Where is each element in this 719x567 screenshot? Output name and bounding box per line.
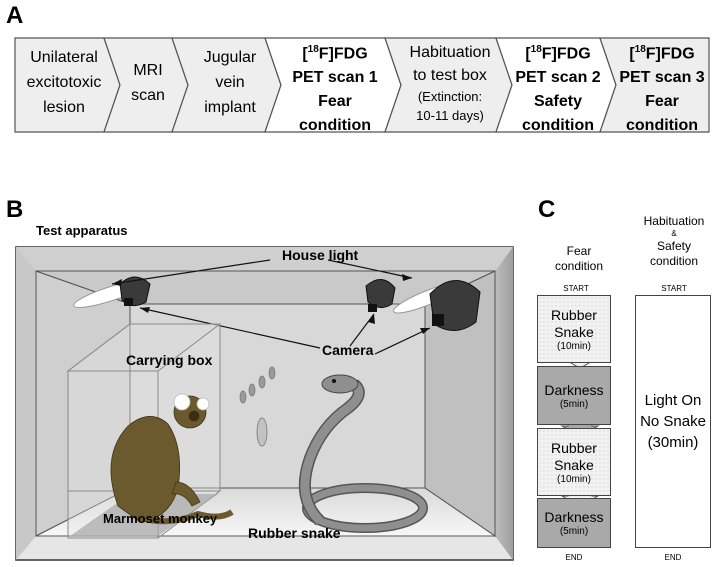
fear-step-3: Rubber Snake (10min) — [537, 428, 611, 496]
camera-right — [429, 280, 481, 331]
left-wall — [16, 247, 36, 560]
fear-start-label: START — [563, 284, 589, 293]
stage-5-line-1: Habituation — [409, 44, 491, 61]
test-apparatus-title: Test apparatus — [36, 223, 128, 238]
fear-header-line-1: Fear — [566, 244, 592, 258]
stage-1-line-2: excitotoxic — [26, 74, 102, 91]
fear-step-2-duration: (5min) — [559, 398, 589, 410]
fear-step-3-line-2: Snake — [554, 456, 594, 473]
camera-middle — [365, 279, 396, 312]
fear-condition-header: Fear condition — [535, 244, 623, 274]
stage-1-text: Unilateral excitotoxic lesion — [18, 45, 110, 120]
hab-header-line-3: Safety — [656, 239, 692, 253]
panel-letter-c: C — [538, 196, 556, 223]
callout-arrows — [111, 259, 431, 355]
stage-3-line-1: Jugular — [203, 49, 257, 66]
right-wall — [495, 247, 513, 560]
stage-6-line-4: condition — [522, 117, 594, 135]
panel-letter-a: A — [6, 2, 24, 29]
fear-step-3-line-1: Rubber — [551, 439, 597, 456]
fear-header-line-2: condition — [554, 259, 604, 273]
carrying-box-label: Carrying box — [126, 352, 213, 368]
marmoset-label: Marmoset monkey — [103, 511, 218, 526]
stage-7-line-3: Fear — [645, 93, 679, 111]
stage-6-line-2: PET scan 2 — [515, 69, 601, 87]
hab-box-line-1: Light On — [644, 392, 702, 409]
hab-header-line-4: condition — [649, 254, 699, 268]
hab-header-line-2: & — [671, 229, 677, 238]
stage-4-line-1: [18F]FDG — [302, 44, 368, 63]
stage-4-text: [18F]FDG PET scan 1 Fear condition — [280, 38, 390, 138]
camera-left — [119, 276, 151, 306]
stage-4-line-3: Fear — [318, 93, 352, 111]
panel-a-flow — [14, 37, 710, 133]
stage-6-text: [18F]FDG PET scan 2 Safety condition — [508, 38, 608, 138]
stage-3-line-2: vein — [215, 74, 245, 91]
stage-3-line-3: implant — [204, 99, 256, 116]
fear-step-1: Rubber Snake (10min) — [537, 295, 611, 363]
stage-3-text: Jugular vein implant — [188, 45, 272, 120]
fear-step-4-line-1: Darkness — [544, 509, 604, 525]
rubber-snake — [298, 374, 428, 533]
fear-step-2-line-1: Darkness — [544, 381, 604, 398]
stage-5-line-4: 10-11 days) — [416, 108, 484, 123]
stage-5-line-2: to test box — [413, 67, 487, 84]
stage-7-shape — [599, 37, 710, 133]
fear-step-2: Darkness (5min) — [537, 366, 611, 425]
panel-letter-b: B — [6, 196, 24, 223]
habituation-safety-box: Light On No Snake (30min) — [635, 295, 711, 548]
stage-7-line-2: PET scan 3 — [619, 69, 705, 87]
rubber-snake-label: Rubber snake — [248, 525, 341, 541]
arrow-heads — [112, 274, 430, 334]
fear-step-1-line-2: Snake — [554, 323, 594, 340]
stage-7-line-4: condition — [626, 117, 698, 135]
test-apparatus-illustration — [15, 246, 514, 561]
stage-4-line-2: PET scan 1 — [292, 69, 378, 87]
stage-7-text: [18F]FDG PET scan 3 Fear condition — [612, 38, 712, 138]
hab-box-line-3: (30min) — [647, 434, 699, 451]
stage-5-line-3: (Extinction: — [417, 89, 483, 104]
stage-2-line-2: scan — [131, 87, 165, 104]
stage-1-line-3: lesion — [43, 99, 85, 116]
stage-6-line-1: [18F]FDG — [525, 44, 591, 63]
stage-2-text: MRI scan — [116, 58, 180, 108]
fear-step-4-duration: (5min) — [559, 526, 589, 537]
stage-5-text: Habituation to test box (Extinction: 10-… — [398, 41, 502, 125]
hab-header-line-1: Habituation — [643, 214, 705, 228]
fear-step-3-duration: (10min) — [557, 473, 591, 485]
stage-7-line-1: [18F]FDG — [629, 44, 695, 63]
fear-step-1-line-1: Rubber — [551, 306, 597, 323]
fear-step-4: Darkness (5min) — [537, 498, 611, 548]
hab-end-label: END — [664, 553, 682, 562]
stage-6-line-3: Safety — [533, 93, 583, 111]
wall-vents — [239, 366, 276, 447]
hab-box-line-2: No Snake — [640, 413, 706, 430]
camera-label: Camera — [322, 342, 374, 358]
hab-condition-header: Habituation & Safety condition — [630, 214, 718, 269]
house-light-label: House light — [282, 247, 359, 263]
stage-2-line-1: MRI — [133, 62, 163, 79]
hab-start-label: START — [661, 284, 687, 293]
fear-step-1-duration: (10min) — [557, 340, 591, 352]
stage-1-line-1: Unilateral — [30, 49, 98, 66]
fear-end-label: END — [565, 553, 583, 562]
stage-4-line-4: condition — [299, 117, 371, 135]
marmoset-monkey — [110, 393, 234, 525]
ceiling — [16, 247, 513, 271]
